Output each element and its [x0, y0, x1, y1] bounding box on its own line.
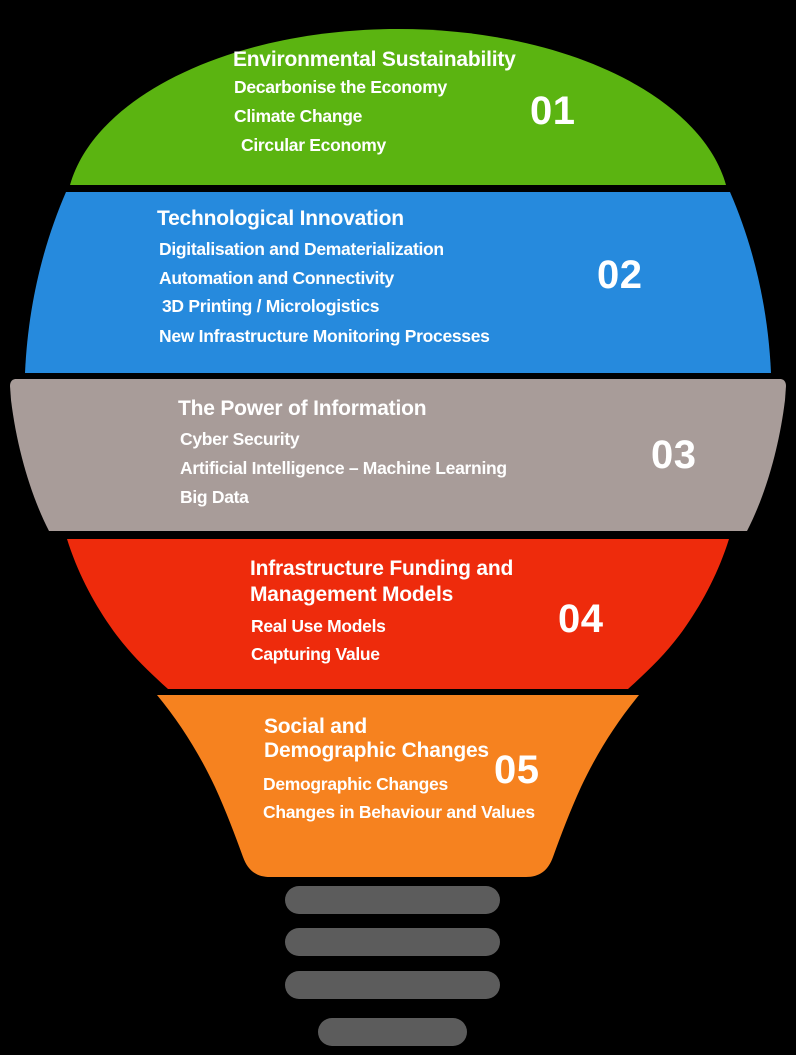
band-01-number: 01 [530, 89, 576, 133]
band-03-item: Big Data [180, 487, 249, 507]
band-01-item: Circular Economy [241, 135, 386, 155]
band-03-number: 03 [651, 433, 697, 477]
band-05-title: Demographic Changes [264, 739, 489, 762]
band-02-item: New Infrastructure Monitoring Processes [159, 326, 490, 346]
base-bar [318, 1018, 467, 1046]
band-02-shape [25, 192, 771, 373]
band-05-number: 05 [494, 748, 540, 792]
base-bar [285, 928, 500, 956]
band-04-item: Capturing Value [251, 644, 380, 664]
band-05-item: Demographic Changes [263, 774, 448, 794]
band-05-shape [157, 695, 639, 877]
band-02-item: Digitalisation and Dematerialization [159, 239, 444, 259]
band-04-title: Management Models [250, 583, 454, 606]
band-03-item: Cyber Security [180, 429, 300, 449]
band-01-shape [70, 29, 726, 185]
band-04-item: Real Use Models [251, 616, 386, 636]
band-01-title: Environmental Sustainability [233, 48, 516, 71]
band-03-title: The Power of Information [178, 397, 427, 420]
band-01-item: Climate Change [234, 106, 363, 126]
band-03-shape [10, 379, 786, 531]
band-05-title: Social and [264, 715, 368, 738]
band-01-item: Decarbonise the Economy [234, 77, 447, 97]
band-02-title: Technological Innovation [157, 207, 404, 230]
band-04-title: Infrastructure Funding and [250, 557, 514, 580]
band-04-number: 04 [558, 597, 604, 641]
band-03-item: Artificial Intelligence – Machine Learni… [180, 458, 507, 478]
band-02-item: 3D Printing / Micrologistics [162, 296, 380, 316]
band-04-shape [67, 539, 729, 689]
band-02-item: Automation and Connectivity [159, 268, 394, 288]
base-bar [285, 971, 500, 999]
band-05-item: Changes in Behaviour and Values [263, 802, 535, 822]
band-02-number: 02 [597, 253, 643, 297]
base-bar [285, 886, 500, 914]
